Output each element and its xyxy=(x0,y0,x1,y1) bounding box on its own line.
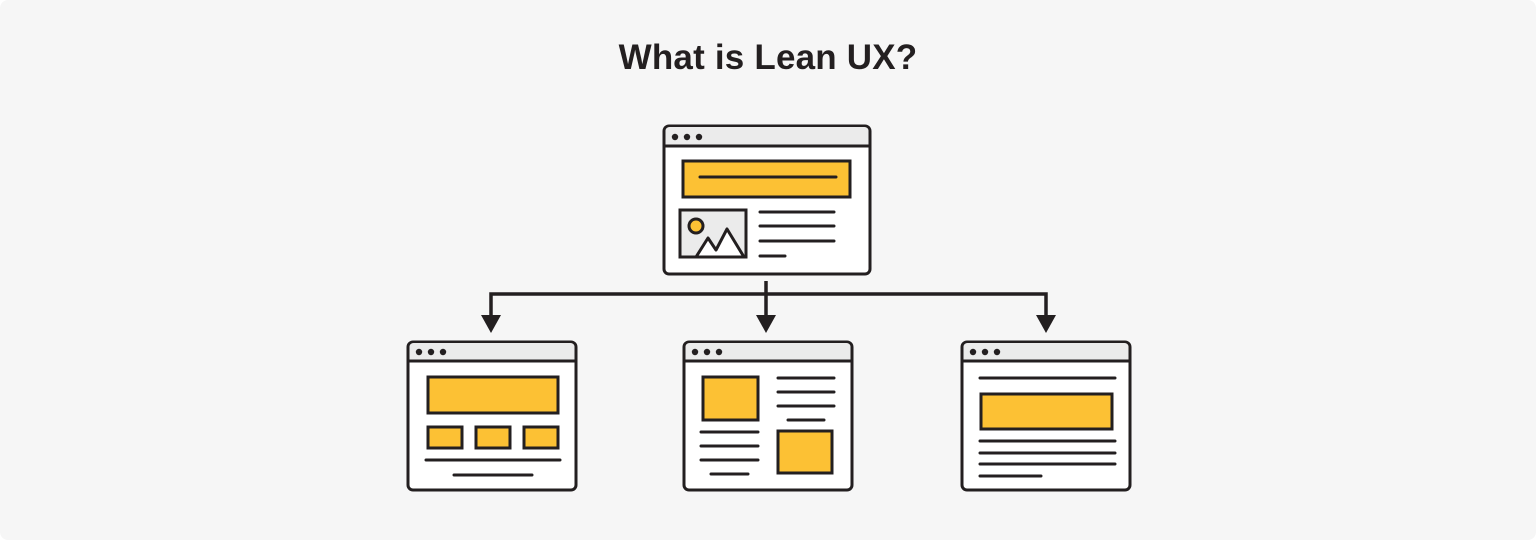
arrow-down-icon xyxy=(481,315,501,333)
page-title: What is Lean UX? xyxy=(618,38,918,77)
branching-arrows xyxy=(481,281,1056,333)
image-placeholder-icon xyxy=(678,208,748,259)
hero-block xyxy=(426,375,560,415)
text-lines xyxy=(758,210,836,258)
banner-block xyxy=(979,392,1114,431)
browser-dots-icon xyxy=(671,133,703,141)
card-block xyxy=(426,425,464,450)
image-block xyxy=(776,429,834,475)
browser-dots-icon xyxy=(691,348,723,356)
variant-b-wireframe xyxy=(682,340,854,492)
image-block xyxy=(701,375,760,422)
parent-wireframe xyxy=(662,124,872,276)
variant-a-wireframe xyxy=(406,340,578,492)
arrow-down-icon xyxy=(1036,315,1056,333)
arrow-down-icon xyxy=(756,315,776,333)
card-block xyxy=(522,425,560,450)
banner-block xyxy=(681,159,852,199)
variant-c-wireframe xyxy=(960,340,1132,492)
browser-dots-icon xyxy=(415,348,447,356)
text-lines xyxy=(699,376,836,476)
browser-dots-icon xyxy=(969,348,1001,356)
text-lines xyxy=(424,458,562,477)
card-block xyxy=(474,425,512,450)
text-lines xyxy=(978,376,1117,478)
